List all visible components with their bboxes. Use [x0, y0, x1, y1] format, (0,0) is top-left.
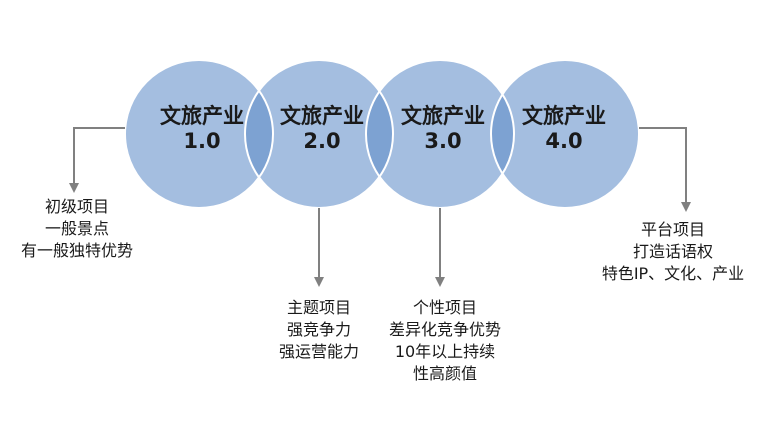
stage-note-line: 个性项目 — [412, 298, 477, 317]
stage-note-line: 强竞争力 — [286, 320, 351, 339]
stage-note-line: 打造话语权 — [632, 242, 713, 261]
stage-note-line: 特色IP、文化、产业 — [601, 264, 745, 283]
stage-note-line: 初级项目 — [44, 197, 109, 216]
stage-circle-3 — [366, 60, 514, 208]
connector-arrow-4 — [639, 127, 691, 212]
connector-arrow-1 — [69, 127, 125, 193]
stage-title-3-name: 文旅产业 — [401, 104, 485, 128]
stage-title-2-name: 文旅产业 — [280, 104, 364, 128]
stage-title-1-version: 1.0 — [183, 129, 221, 153]
stage-title-1: 文旅产业 1.0 — [132, 104, 272, 154]
stage-title-3-version: 3.0 — [424, 129, 462, 153]
stage-notes-4: 平台项目 打造话语权 特色IP、文化、产业 — [590, 219, 756, 285]
stage-note-line: 主题项目 — [286, 298, 351, 317]
stage-circle-2 — [245, 60, 393, 208]
stage-title-2: 文旅产业 2.0 — [252, 104, 392, 154]
stage-note-line: 一般景点 — [44, 219, 109, 238]
stage-title-4-version: 4.0 — [545, 129, 583, 153]
stage-note-line: 有一般独特优势 — [20, 241, 133, 260]
stage-notes-1: 初级项目 一般景点 有一般独特优势 — [4, 196, 150, 262]
stage-title-4-name: 文旅产业 — [522, 104, 606, 128]
stage-notes-3: 个性项目 差异化竞争优势 10年以上持续 性高颜值 — [372, 297, 518, 385]
stage-notes-2: 主题项目 强竞争力 强运营能力 — [255, 297, 383, 363]
stage-circle-4 — [491, 60, 639, 208]
stage-circle-1-outline — [124, 59, 274, 209]
stage-title-4: 文旅产业 4.0 — [494, 104, 634, 154]
stage-note-line: 10年以上持续 — [394, 342, 496, 361]
stage-title-3: 文旅产业 3.0 — [373, 104, 513, 154]
stage-title-2-version: 2.0 — [303, 129, 341, 153]
stage-circle-4-outline — [490, 59, 640, 209]
stage-note-line: 强运营能力 — [278, 342, 359, 361]
stage-note-line: 平台项目 — [640, 220, 705, 239]
stage-circle-1 — [125, 60, 273, 208]
stage-title-1-name: 文旅产业 — [160, 104, 244, 128]
stage-note-line: 差异化竞争优势 — [388, 320, 501, 339]
stage-note-line: 性高颜值 — [412, 364, 477, 383]
